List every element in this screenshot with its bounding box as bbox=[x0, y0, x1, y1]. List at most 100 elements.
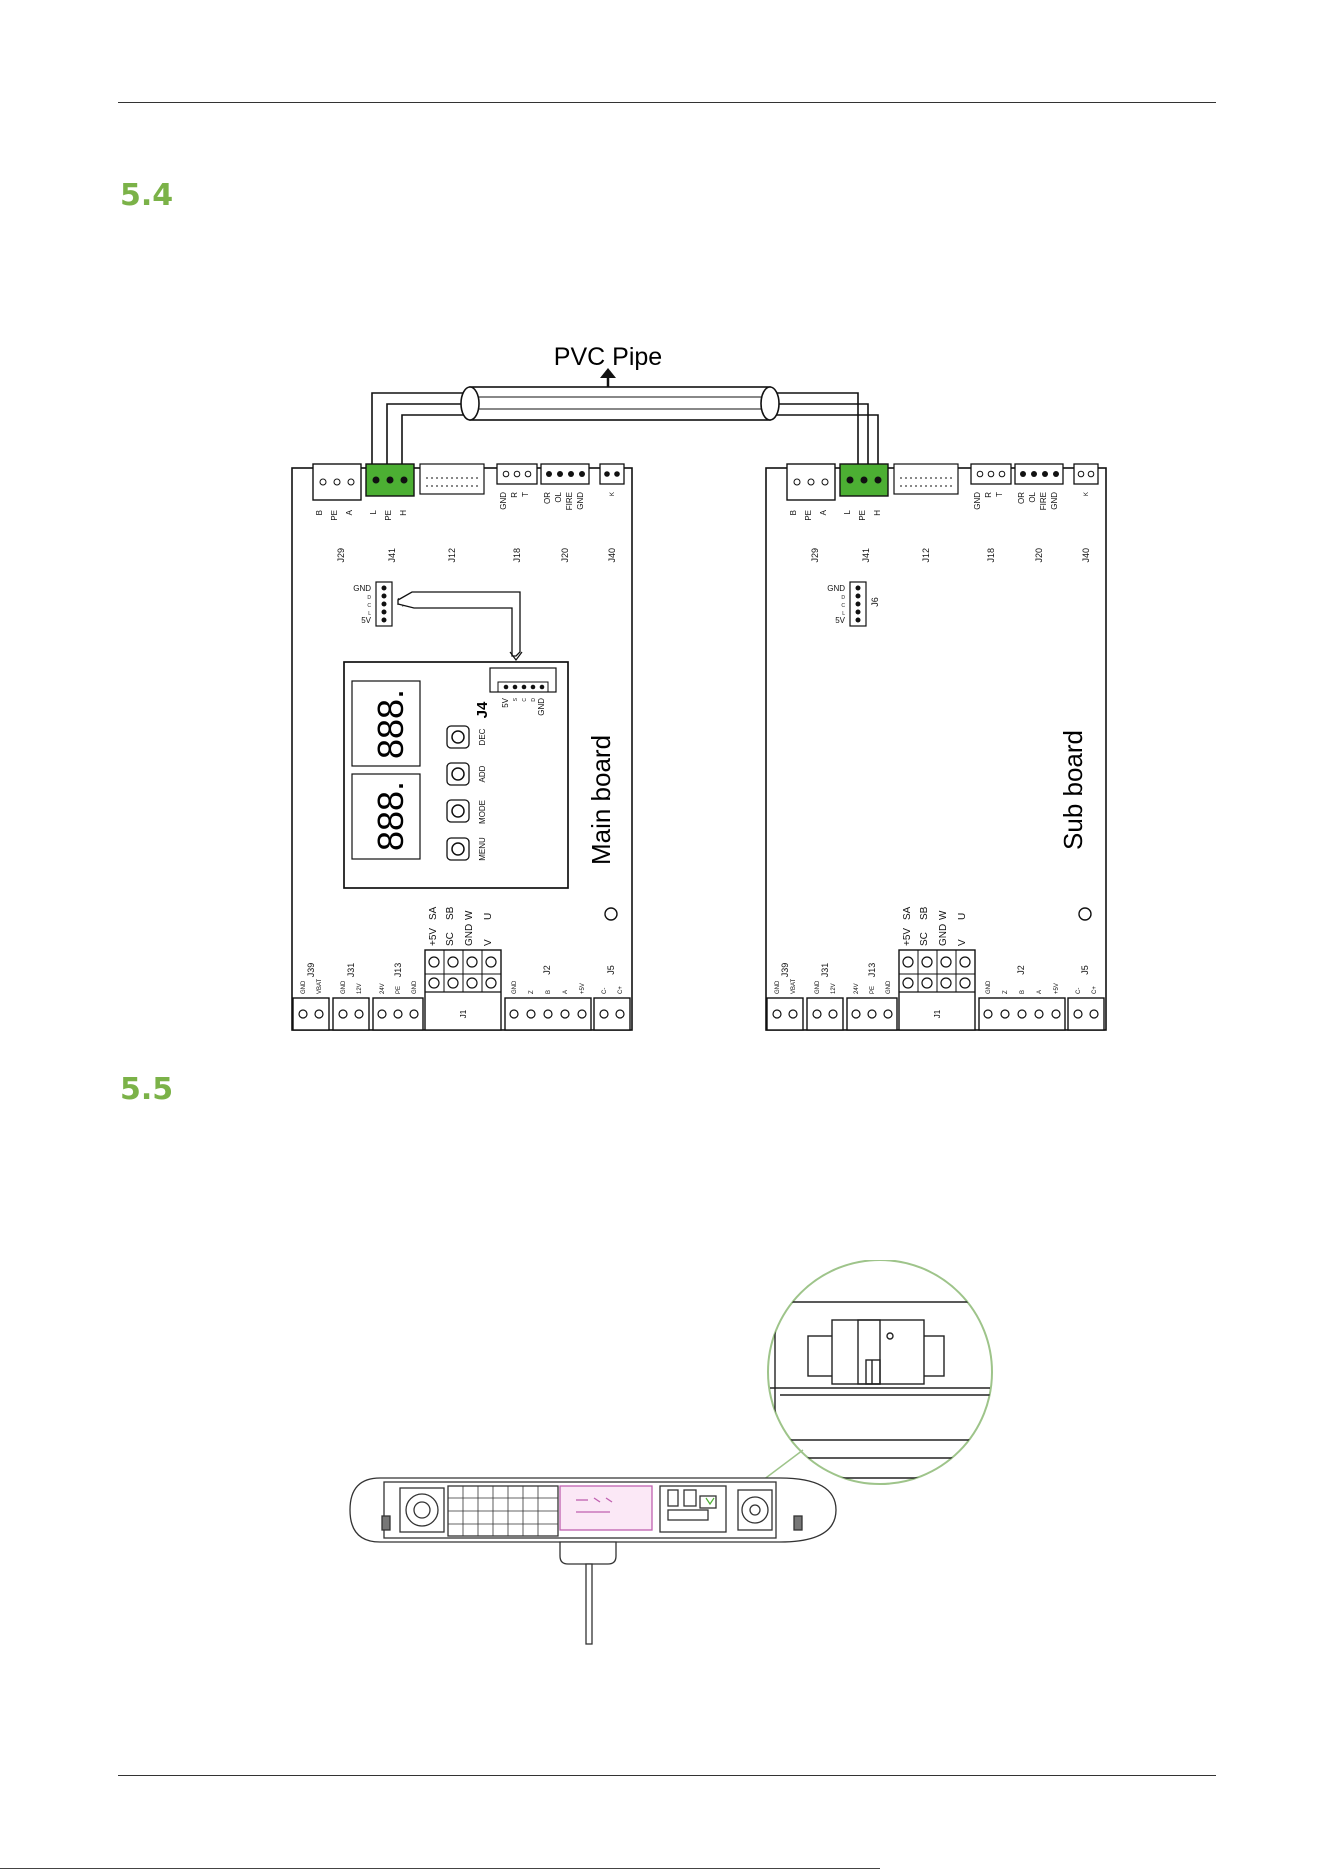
svg-text:V: V bbox=[483, 939, 494, 946]
svg-text:J1: J1 bbox=[933, 1009, 942, 1018]
svg-text:C-: C- bbox=[1076, 988, 1082, 994]
display-window-1 bbox=[351, 680, 421, 767]
svg-text:C-: C- bbox=[602, 988, 608, 994]
svg-text:SB: SB bbox=[919, 906, 930, 920]
control-module bbox=[559, 1485, 653, 1531]
svg-text:J39: J39 bbox=[780, 963, 790, 978]
connector-j40 bbox=[1073, 463, 1099, 485]
svg-text:B: B bbox=[1020, 990, 1026, 994]
svg-text:W: W bbox=[938, 910, 949, 920]
main-board: B PE A L PE H GND R T OR OL FIRE GND K J… bbox=[291, 463, 633, 1031]
svg-text:B: B bbox=[789, 510, 798, 515]
svg-text:GND: GND bbox=[353, 584, 371, 593]
svg-text:J18: J18 bbox=[512, 548, 522, 563]
svg-text:FIRE: FIRE bbox=[565, 492, 574, 510]
svg-text:OL: OL bbox=[554, 491, 563, 502]
svg-text:ADD: ADD bbox=[478, 765, 487, 782]
svg-text:+5V: +5V bbox=[1054, 983, 1060, 994]
svg-text:A: A bbox=[819, 509, 828, 515]
section-number-5-5: 5.5 bbox=[120, 1072, 174, 1107]
svg-text:GND: GND bbox=[938, 924, 949, 946]
svg-text:R: R bbox=[984, 492, 993, 498]
svg-text:U: U bbox=[957, 913, 968, 920]
svg-text:D: D bbox=[531, 698, 537, 702]
svg-text:VBAT: VBAT bbox=[791, 978, 797, 994]
terminal-j2 bbox=[504, 997, 592, 1031]
svg-text:B: B bbox=[546, 990, 552, 994]
svg-text:J29: J29 bbox=[336, 548, 346, 563]
svg-text:A: A bbox=[563, 990, 569, 994]
svg-text:GND: GND bbox=[986, 980, 992, 994]
svg-text:SA: SA bbox=[428, 906, 439, 920]
svg-text:OR: OR bbox=[543, 492, 552, 504]
connector-j12 bbox=[893, 463, 959, 495]
svg-text:Z: Z bbox=[1003, 990, 1009, 994]
svg-text:FIRE: FIRE bbox=[1039, 492, 1048, 510]
seven-segment-display: 888. bbox=[370, 689, 411, 759]
connector-j18 bbox=[496, 463, 538, 485]
terminal-j39 bbox=[292, 997, 330, 1031]
svg-text:GND: GND bbox=[815, 980, 821, 994]
mounting-hole bbox=[1078, 907, 1092, 921]
terminal-j13 bbox=[372, 997, 424, 1031]
svg-text:GND: GND bbox=[576, 492, 585, 510]
svg-text:L: L bbox=[369, 509, 378, 514]
svg-text:J18: J18 bbox=[986, 548, 996, 563]
terminal-j13 bbox=[846, 997, 898, 1031]
connector-j29 bbox=[312, 463, 362, 501]
svg-text:L: L bbox=[842, 611, 845, 617]
svg-text:24V: 24V bbox=[380, 983, 386, 994]
svg-text:C: C bbox=[367, 603, 371, 609]
svg-text:24V: 24V bbox=[854, 983, 860, 994]
terminal-j31 bbox=[332, 997, 370, 1031]
svg-text:J31: J31 bbox=[820, 963, 830, 978]
svg-text:GND: GND bbox=[499, 492, 508, 510]
svg-text:GND: GND bbox=[886, 980, 892, 994]
svg-text:GND: GND bbox=[973, 492, 982, 510]
svg-text:C+: C+ bbox=[618, 986, 624, 994]
svg-text:J20: J20 bbox=[560, 548, 570, 563]
svg-text:+5V: +5V bbox=[580, 983, 586, 994]
svg-text:GND: GND bbox=[827, 584, 845, 593]
dec-button bbox=[446, 725, 470, 749]
svg-text:J13: J13 bbox=[393, 963, 403, 978]
svg-text:R: R bbox=[510, 492, 519, 498]
svg-text:VBAT: VBAT bbox=[317, 978, 323, 994]
svg-text:MENU: MENU bbox=[478, 837, 487, 861]
svg-text:T: T bbox=[995, 492, 1004, 497]
svg-text:5V: 5V bbox=[835, 616, 845, 625]
section-number-5-4: 5.4 bbox=[120, 178, 174, 213]
mounting-hole bbox=[604, 907, 618, 921]
svg-text:H: H bbox=[873, 510, 882, 516]
svg-text:PE: PE bbox=[870, 986, 876, 994]
svg-text:12V: 12V bbox=[831, 983, 837, 994]
svg-text:GND: GND bbox=[464, 924, 475, 946]
svg-text:J4: J4 bbox=[474, 701, 491, 718]
svg-text:A: A bbox=[1037, 990, 1043, 994]
svg-text:C: C bbox=[522, 698, 528, 702]
svg-text:OL: OL bbox=[1028, 491, 1037, 502]
ribbon-cable bbox=[397, 591, 521, 657]
svg-text:D: D bbox=[841, 595, 845, 601]
svg-text:GND: GND bbox=[1050, 492, 1059, 510]
svg-text:J6: J6 bbox=[870, 597, 880, 607]
board-name: Main board bbox=[586, 735, 616, 865]
menu-button bbox=[446, 837, 470, 861]
svg-text:D: D bbox=[367, 595, 371, 601]
svg-text:J29: J29 bbox=[810, 548, 820, 563]
svg-text:PE: PE bbox=[858, 510, 867, 521]
svg-text:PE: PE bbox=[804, 510, 813, 521]
header-rule bbox=[118, 102, 1216, 103]
svg-text:DEC: DEC bbox=[478, 728, 487, 745]
svg-text:J41: J41 bbox=[861, 548, 871, 563]
svg-text:+5V: +5V bbox=[428, 928, 439, 946]
bottom-terminals: GND VBAT GND 12V 24V PE GND GND Z B A +5… bbox=[292, 963, 631, 1031]
svg-text:J20: J20 bbox=[1034, 548, 1044, 563]
svg-text:L: L bbox=[368, 611, 371, 617]
svg-text:J41: J41 bbox=[387, 548, 397, 563]
svg-text:PE: PE bbox=[396, 986, 402, 994]
svg-text:GND: GND bbox=[412, 980, 418, 994]
svg-text:J40: J40 bbox=[607, 548, 617, 563]
svg-text:SB: SB bbox=[445, 906, 456, 920]
svg-text:J2: J2 bbox=[1016, 965, 1026, 975]
